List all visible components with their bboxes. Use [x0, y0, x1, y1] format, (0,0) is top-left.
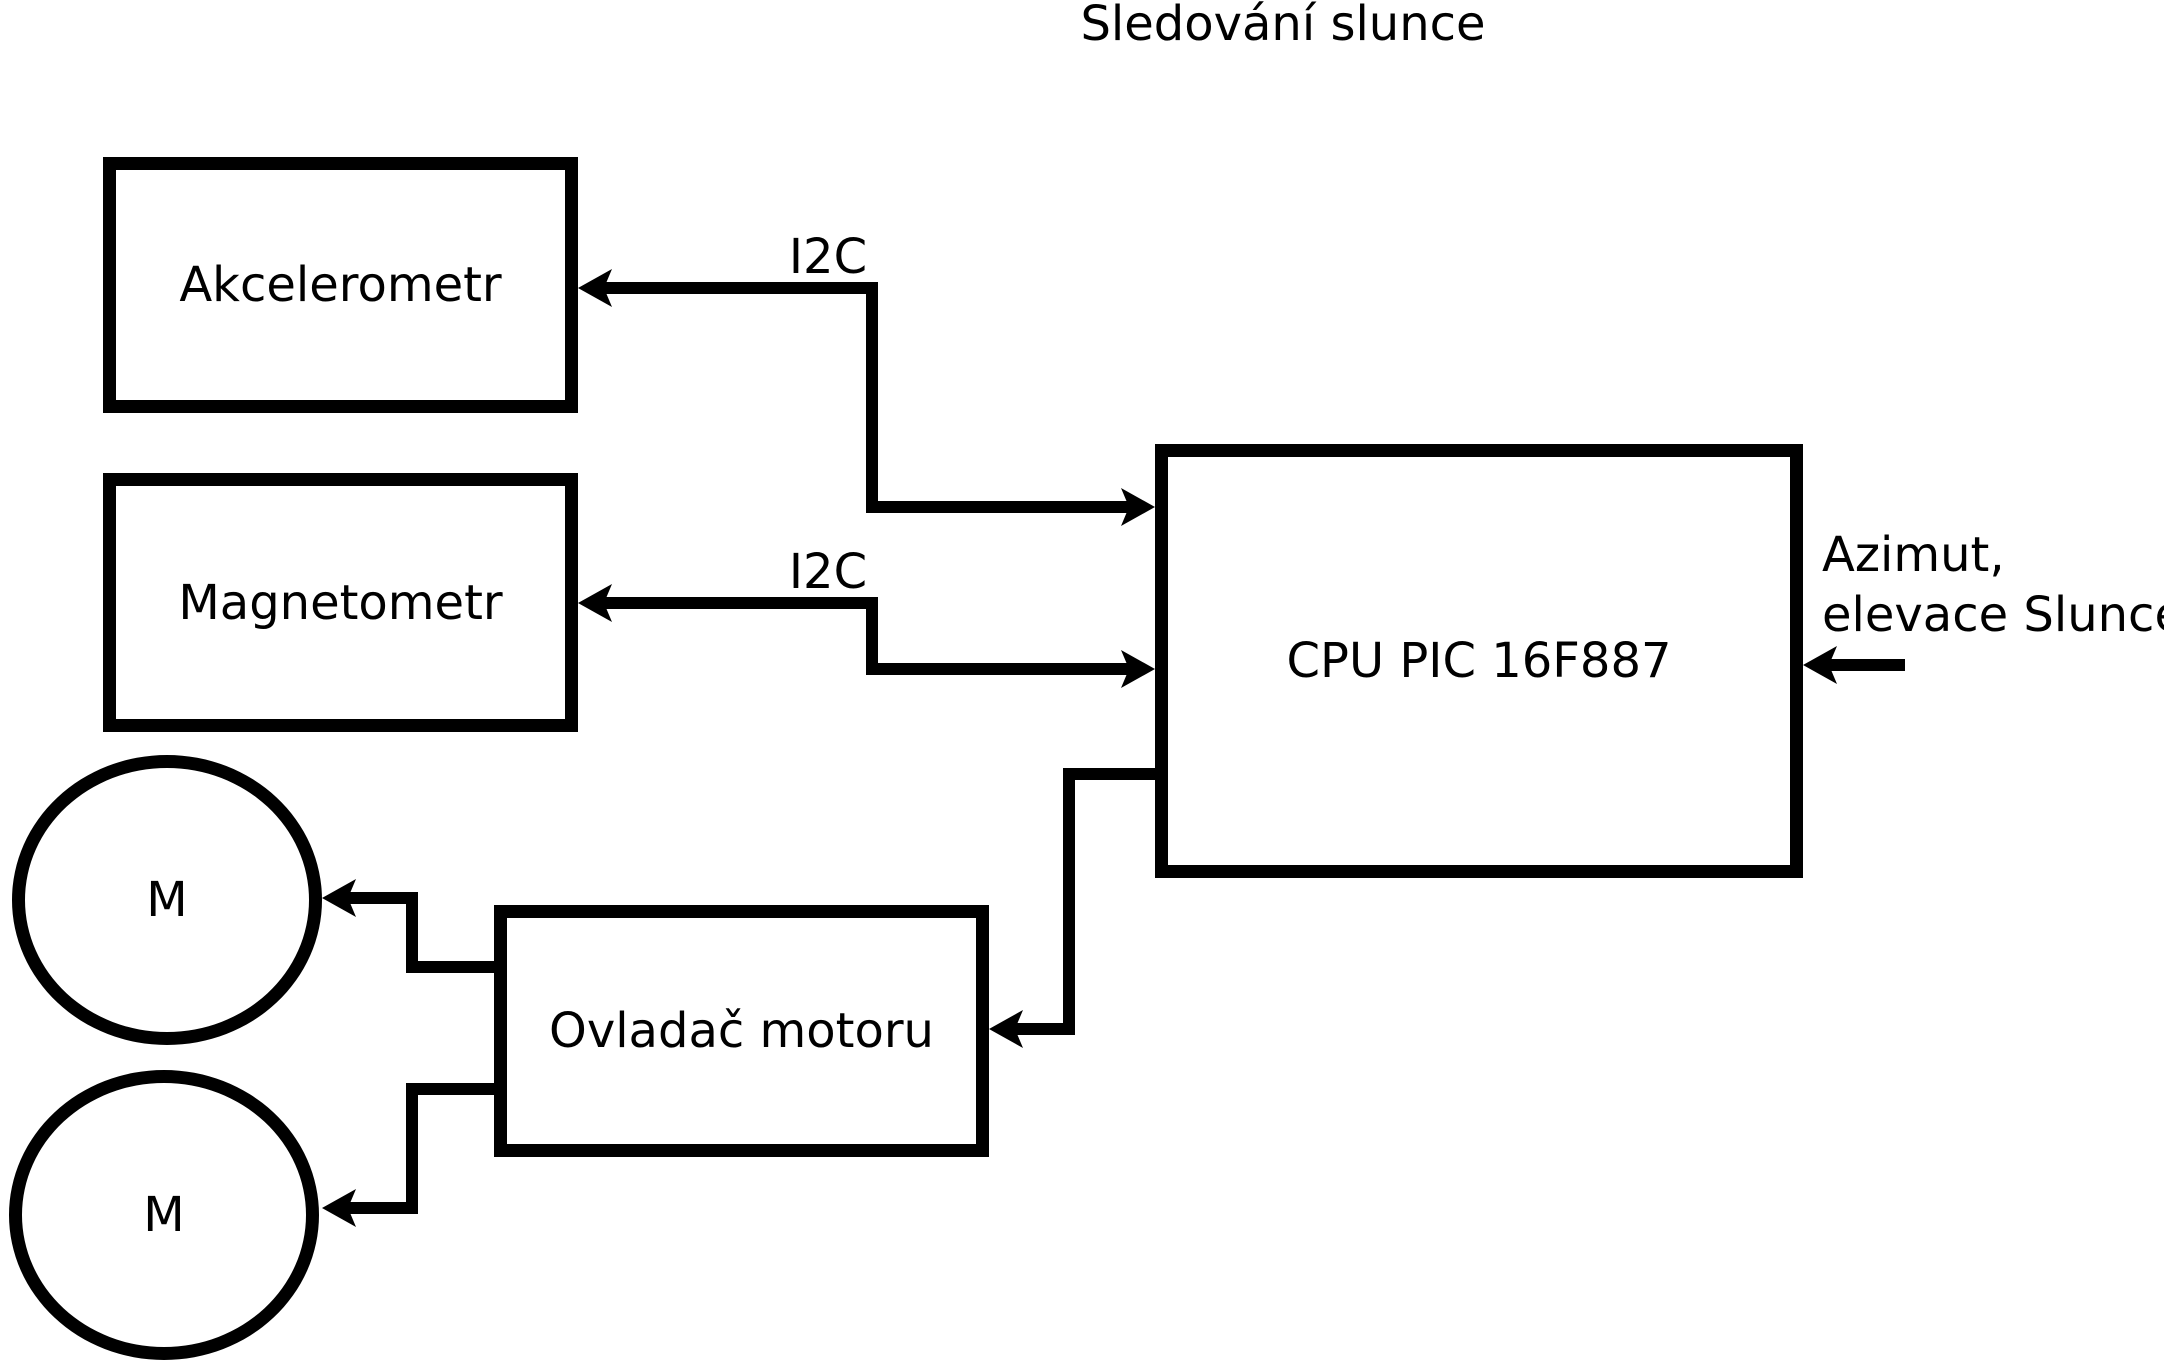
cpu-input-annotation-line2: elevace Slunce: [1822, 587, 2164, 643]
motor-1-label: M: [146, 872, 188, 928]
wire-controller-to-motor-2: [322, 1083, 494, 1227]
motor-2-label: M: [143, 1187, 185, 1243]
arrowhead-into-cpu-right: [1803, 646, 1837, 684]
block-akcelerometr-label: Akcelerometr: [179, 257, 502, 313]
block-motor-controller-label: Ovladač motoru: [549, 1003, 934, 1059]
cpu-input-annotation-line1: Azimut,: [1822, 527, 2005, 583]
block-akcelerometr: Akcelerometr: [103, 157, 578, 413]
motor-1-circle: M: [12, 755, 322, 1045]
block-motor-controller: Ovladač motoru: [494, 905, 989, 1157]
arrowhead-into-cpu-top: [1121, 488, 1155, 526]
block-cpu: CPU PIC 16F887: [1155, 444, 1803, 878]
arrowhead-into-cpu-mid: [1121, 650, 1155, 688]
wire-i2c-akcelerometr: [578, 269, 1155, 526]
i2c-label-magnetometr: I2C: [788, 544, 868, 600]
arrowhead-into-akcelerometr: [578, 269, 612, 307]
block-magnetometr-label: Magnetometr: [178, 574, 503, 631]
wire-azimut-input-to-cpu: [1803, 646, 1905, 684]
wire-controller-to-motor-1: [322, 879, 494, 973]
i2c-label-akcelerometr: I2C: [788, 229, 868, 285]
arrowhead-into-motor-2: [322, 1189, 356, 1227]
page-title: Sledování slunce: [1080, 0, 1486, 52]
arrowhead-into-motor-1: [322, 879, 356, 917]
block-magnetometr: Magnetometr: [103, 473, 578, 732]
motor-2-circle: M: [9, 1070, 319, 1360]
wire-cpu-to-motor-controller: [989, 768, 1155, 1048]
cpu-input-annotation: Azimut, elevace Slunce: [1822, 525, 2164, 645]
block-cpu-label: CPU PIC 16F887: [1286, 633, 1672, 689]
arrowhead-into-motor-controller: [989, 1010, 1023, 1048]
arrowhead-into-magnetometr: [578, 584, 612, 622]
